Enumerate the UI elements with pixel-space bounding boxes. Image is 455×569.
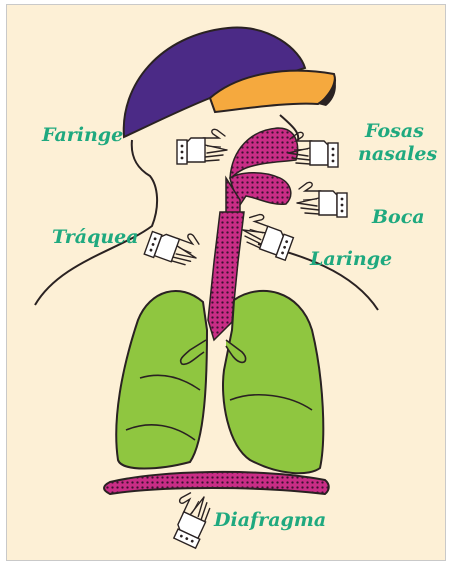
label-diafragma: Diafragma — [213, 509, 326, 531]
pointing-hand-icon — [238, 211, 297, 261]
label-boca: Boca — [371, 206, 425, 228]
airway-upper — [226, 128, 298, 220]
label-fosas-nasales-line2: nasales — [358, 143, 437, 165]
cap — [124, 28, 336, 137]
pointing-hand-icon — [177, 129, 227, 164]
pointing-hand-icon — [297, 182, 347, 217]
label-faringe: Faringe — [41, 124, 123, 146]
pointing-hand-icon — [144, 221, 203, 271]
pointing-hand-icon — [164, 488, 217, 548]
label-traquea: Tráquea — [52, 226, 139, 248]
label-laringe: Laringe — [309, 248, 392, 270]
diaphragm — [104, 472, 329, 494]
label-fosas-nasales-line1: Fosas — [364, 120, 424, 142]
